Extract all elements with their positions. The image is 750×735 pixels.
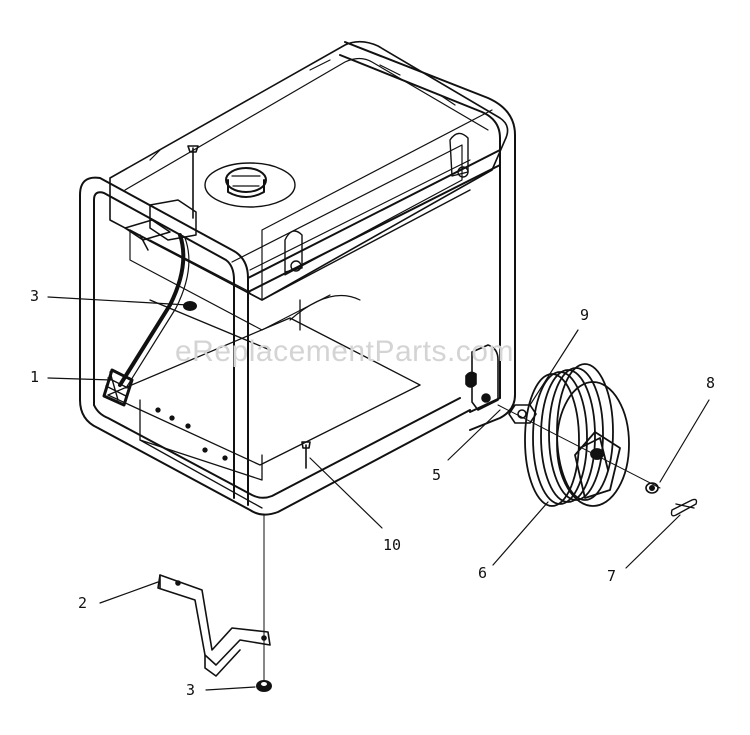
- upper-nut: [183, 301, 197, 311]
- callout-9: 9: [580, 306, 590, 324]
- lower-nut: [256, 680, 272, 692]
- mounting-foot: [157, 574, 271, 677]
- callout-7: 7: [607, 567, 617, 585]
- tube-frame: [79, 41, 516, 516]
- watermark-text: eReplacementParts.com: [175, 335, 514, 368]
- fuel-cap: [204, 162, 296, 208]
- callout-3-upper: 3: [30, 287, 40, 305]
- callout-10: 10: [383, 536, 402, 554]
- frame-cradle: [107, 299, 421, 509]
- bolts: [187, 145, 311, 469]
- axle-bracket: [465, 344, 499, 411]
- axle-nut: [508, 404, 537, 424]
- washer: [645, 482, 659, 494]
- callout-5: 5: [432, 466, 442, 484]
- control-bracket: [124, 199, 197, 251]
- leader-lines: [47, 296, 710, 691]
- fuel-tank: [109, 40, 509, 301]
- callout-8: 8: [706, 374, 716, 392]
- tank-mount-lugs: [284, 132, 469, 273]
- callout-1: 1: [30, 368, 40, 386]
- ground-hose: [102, 233, 190, 407]
- wheel: [524, 363, 630, 507]
- callout-3-lower: 3: [186, 681, 196, 699]
- cotter-pin: [670, 498, 698, 517]
- callout-2: 2: [78, 594, 88, 612]
- callout-6: 6: [478, 564, 488, 582]
